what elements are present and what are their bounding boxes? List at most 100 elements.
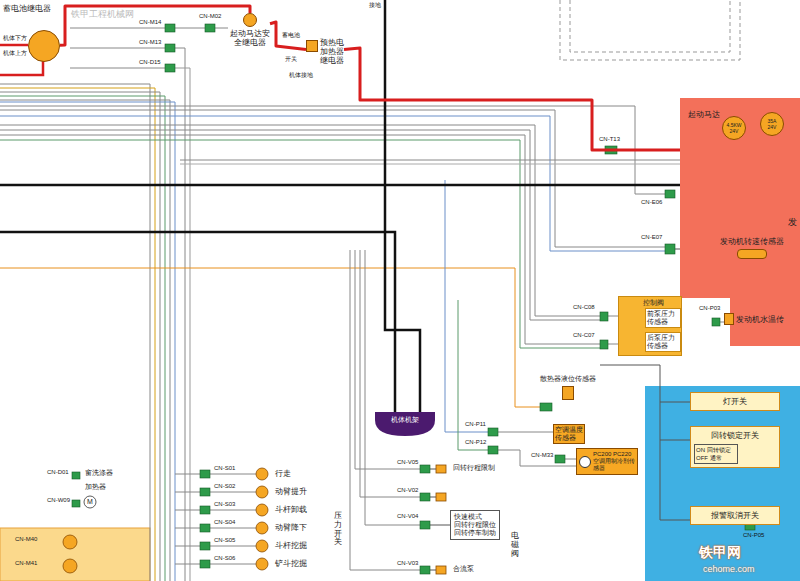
- label-text: CN-P11: [464, 421, 487, 428]
- label-text: CN-S06: [213, 555, 236, 562]
- component-icon: [306, 40, 318, 52]
- component-icon: [724, 313, 734, 325]
- component-icons: [63, 465, 446, 574]
- component-icon: [562, 386, 574, 400]
- node-text: 快速模式: [454, 513, 496, 521]
- label-text: 接地: [368, 2, 382, 9]
- relay-symbol: 预热电加热器继电器: [306, 38, 344, 65]
- label-text: 动臂提升: [274, 487, 308, 496]
- black-wires: [0, 0, 724, 412]
- label-text: M: [87, 498, 93, 506]
- sensor-box: 散热器液位传感器: [540, 374, 596, 400]
- label-text: CN-V03: [396, 560, 419, 567]
- label-text: 斗杆挖掘: [274, 541, 308, 550]
- label-text: 铁甲网: [698, 544, 742, 560]
- label-text: CN-S05: [213, 537, 236, 544]
- label-text: CN-M40: [14, 536, 38, 543]
- label-text: CN-S02: [213, 483, 236, 490]
- label-text: 窗洗涤器: [84, 469, 114, 477]
- node-text: 灯开关: [694, 396, 776, 407]
- label-text: 压力开关: [333, 512, 343, 547]
- starter-motor: 起动马达4.5KW 24V: [688, 108, 746, 140]
- component-icon: [737, 249, 767, 259]
- label-text: CN-E06: [640, 199, 663, 206]
- power-wire: [270, 22, 306, 49]
- connector-blocks: [72, 24, 755, 574]
- label-text: 回转行程限制: [452, 464, 496, 472]
- sensor-box: 发动机转速传感器: [720, 236, 784, 259]
- label-text: 行走: [274, 469, 292, 478]
- switch-box: 报警取消开关: [690, 506, 780, 525]
- node-text: 控制阀: [643, 298, 664, 308]
- component-icon: [243, 13, 257, 27]
- node-text: 蓄电池继电器: [3, 3, 51, 14]
- node-text: 空调温度传感器: [554, 425, 584, 443]
- switch-box: 灯开关: [690, 392, 780, 411]
- label-text: CN-E07: [640, 234, 663, 241]
- alternator: 35A 24V: [760, 112, 784, 136]
- node-text: 发动机转速传感器: [720, 236, 784, 247]
- node-text: 35A 24V: [760, 112, 784, 136]
- label-text: 开关: [284, 56, 298, 63]
- label-text: CN-M13: [138, 39, 162, 46]
- label-text: CN-S04: [213, 519, 236, 526]
- label-text: CN-M33: [530, 452, 554, 459]
- node-text: 回转停车制动: [454, 529, 496, 537]
- relay-symbol: 起动马达安全继电器: [230, 13, 270, 47]
- blue-region: [645, 386, 800, 581]
- label-text: CN-S03: [213, 501, 236, 508]
- node-text: 起动马达安全继电器: [230, 29, 270, 47]
- node-text: 起动马达: [688, 110, 720, 119]
- label-text: CN-S01: [213, 465, 236, 472]
- sensor-box: 发动机水温传: [724, 313, 784, 325]
- node-text: PC200 PC220 空调用制冷剂传感器: [593, 451, 635, 472]
- relay-symbol: 蓄电池继电器: [28, 30, 60, 62]
- red-region-part: [730, 290, 800, 346]
- label-text: 铁甲工程机械网: [70, 9, 135, 19]
- label-text: CN-M02: [198, 13, 222, 20]
- label-text: CN-D01: [46, 469, 70, 476]
- label-text: 机体上方: [2, 50, 28, 57]
- sensor-box: PC200 PC220 空调用制冷剂传感器: [576, 448, 638, 475]
- label-text: CN-C07: [572, 332, 596, 339]
- frame-outline: [375, 412, 435, 436]
- label-text: CN-P05: [742, 532, 765, 539]
- node-text: 前泵压力传感器: [646, 309, 680, 327]
- label-text: CN-D15: [138, 59, 162, 66]
- label-text: 加热器: [84, 483, 107, 491]
- label-text: CN-M41: [14, 560, 38, 567]
- label-text: CN-P12: [464, 439, 487, 446]
- node-text: 机体机架: [375, 412, 435, 425]
- label-text: 蓄电池: [281, 32, 301, 39]
- component-icon: [579, 456, 591, 468]
- engine-region: 发 起动马达4.5KW 24V 35A 24V 发动机转速传感器: [680, 98, 800, 298]
- dashed-wires: [560, 0, 740, 60]
- power-wire: [344, 48, 714, 150]
- label-text: 铲斗挖掘: [274, 559, 308, 568]
- label-text: CN-P03: [698, 305, 721, 312]
- label-text: CN-T13: [598, 136, 621, 143]
- node-text: 发: [788, 216, 797, 229]
- label-text: CN-C08: [572, 304, 596, 311]
- motor-symbol: [84, 496, 96, 508]
- label-text: CN-V05: [396, 459, 419, 466]
- label-text: 电磁阀: [510, 532, 520, 558]
- label-text: 机体接地: [288, 72, 314, 79]
- node-text: 报警取消开关: [694, 510, 776, 521]
- label-text: 动臂降下: [274, 523, 308, 532]
- frame-ground: 机体机架: [375, 412, 435, 436]
- node-text: ON 回转锁定 OFF 通常: [694, 444, 738, 464]
- orange-region: [0, 528, 150, 581]
- sensor-box: 空调温度传感器: [553, 424, 585, 444]
- label-text: CN-W09: [46, 497, 71, 504]
- node-text: 发动机水温传: [736, 314, 784, 325]
- node-text: 散热器液位传感器: [540, 374, 596, 384]
- node-text: 回转行程限位: [454, 521, 496, 529]
- node-text: 4.5KW 24V: [722, 116, 746, 140]
- solenoid-box: 快速模式回转行程限位回转停车制动: [450, 510, 500, 540]
- label-text: cehome.com: [702, 564, 756, 574]
- label-text: CN-V04: [396, 513, 419, 520]
- wire-bundle: [0, 28, 724, 581]
- label-text: 机体下方: [2, 35, 28, 42]
